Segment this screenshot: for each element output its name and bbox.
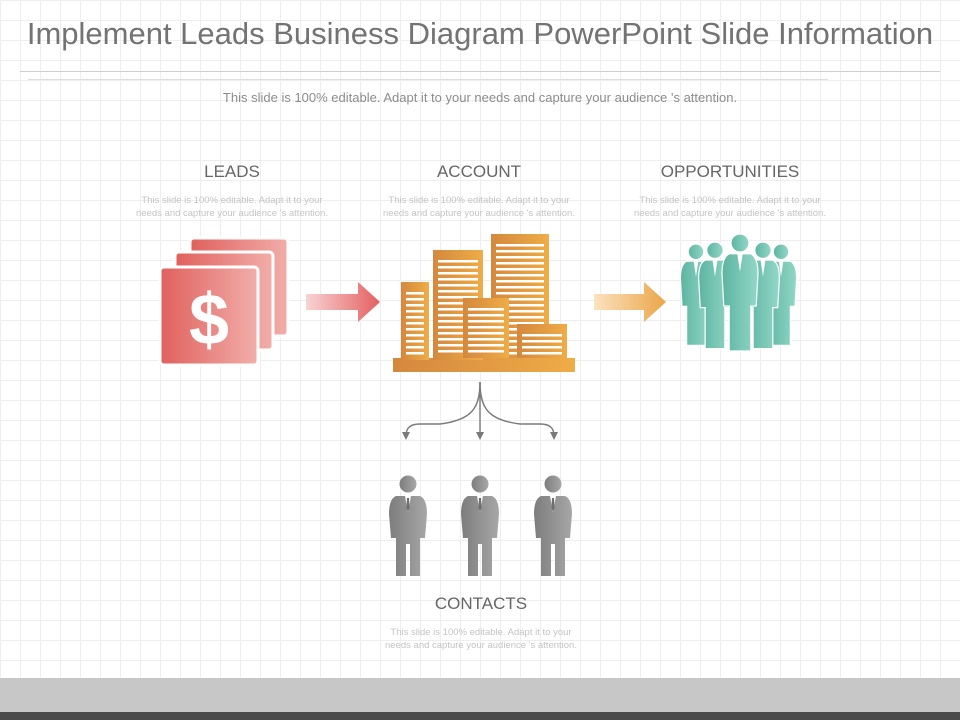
businessman-icon (460, 474, 500, 578)
branch-connector (390, 380, 570, 440)
slide-subtitle: This slide is 100% editable. Adapt it to… (222, 90, 738, 105)
footer-band (0, 678, 960, 712)
arrow-right-icon (306, 280, 382, 324)
contacts-description: This slide is 100% editable. Adapt it to… (385, 627, 577, 651)
businessman-icon (533, 474, 573, 578)
arrow-right-icon (594, 280, 668, 324)
contacts-title: CONTACTS (434, 594, 528, 613)
dollar-bills-icon: $ (158, 236, 290, 368)
account-title: ACCOUNT (436, 162, 522, 181)
title-divider-bottom (28, 79, 828, 80)
leads-title: LEADS (204, 162, 260, 181)
footer-bar (0, 712, 960, 720)
opportunities-title: OPPORTUNITIES (660, 162, 800, 181)
title-divider-top (20, 71, 940, 72)
business-team-icon (678, 232, 808, 374)
leads-description: This slide is 100% editable. Adapt it to… (136, 195, 328, 219)
slide-title: Implement Leads Business Diagram PowerPo… (26, 16, 934, 51)
svg-text:$: $ (189, 280, 229, 360)
city-buildings-icon (393, 232, 577, 374)
account-description: This slide is 100% editable. Adapt it to… (383, 195, 575, 219)
opportunities-description: This slide is 100% editable. Adapt it to… (634, 195, 826, 219)
businessman-icon (388, 474, 428, 578)
